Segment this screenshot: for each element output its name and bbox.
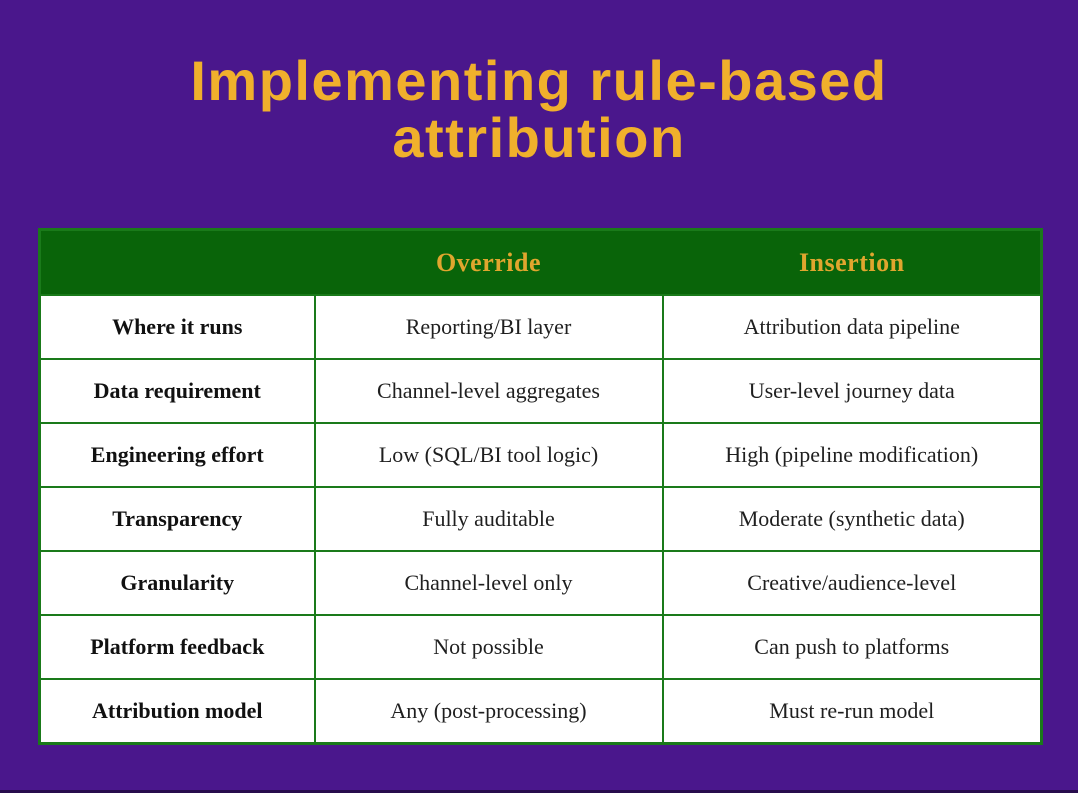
row-label: Granularity [38,550,316,616]
table-row: Engineering effort Low (SQL/BI tool logi… [38,422,1043,488]
override-cell: Any (post-processing) [313,678,664,744]
table-row: Transparency Fully auditable Moderate (s… [38,486,1043,552]
comparison-table: Override Insertion Where it runs Reporti… [38,228,1043,745]
table-row: Attribution model Any (post-processing) … [38,678,1043,744]
row-label: Platform feedback [38,614,316,680]
table-row: Platform feedback Not possible Can push … [38,614,1043,680]
table-row: Where it runs Reporting/BI layer Attribu… [38,294,1043,360]
slide-title-line2: attribution [392,106,686,169]
insertion-cell: High (pipeline modification) [661,422,1043,488]
insertion-cell: Must re-run model [661,678,1043,744]
insertion-cell: Creative/audience-level [661,550,1043,616]
slide-title: Implementing rule-based attribution [0,52,1078,166]
row-label: Transparency [38,486,316,552]
override-cell: Channel-level aggregates [313,358,664,424]
override-cell: Not possible [313,614,664,680]
override-cell: Channel-level only [313,550,664,616]
row-label: Engineering effort [38,422,316,488]
insertion-cell: User-level journey data [661,358,1043,424]
column-header-insertion: Insertion [661,228,1043,296]
table-row: Data requirement Channel-level aggregate… [38,358,1043,424]
bottom-edge-strip [0,790,1078,793]
insertion-cell: Moderate (synthetic data) [661,486,1043,552]
row-label: Attribution model [38,678,316,744]
column-header-override: Override [313,228,664,296]
row-label: Where it runs [38,294,316,360]
table-row: Granularity Channel-level only Creative/… [38,550,1043,616]
override-cell: Reporting/BI layer [313,294,664,360]
corner-cell [38,228,316,296]
table-header-row: Override Insertion [38,228,1043,296]
override-cell: Fully auditable [313,486,664,552]
insertion-cell: Attribution data pipeline [661,294,1043,360]
row-label: Data requirement [38,358,316,424]
insertion-cell: Can push to platforms [661,614,1043,680]
slide-title-line1: Implementing rule-based [190,49,888,112]
override-cell: Low (SQL/BI tool logic) [313,422,664,488]
